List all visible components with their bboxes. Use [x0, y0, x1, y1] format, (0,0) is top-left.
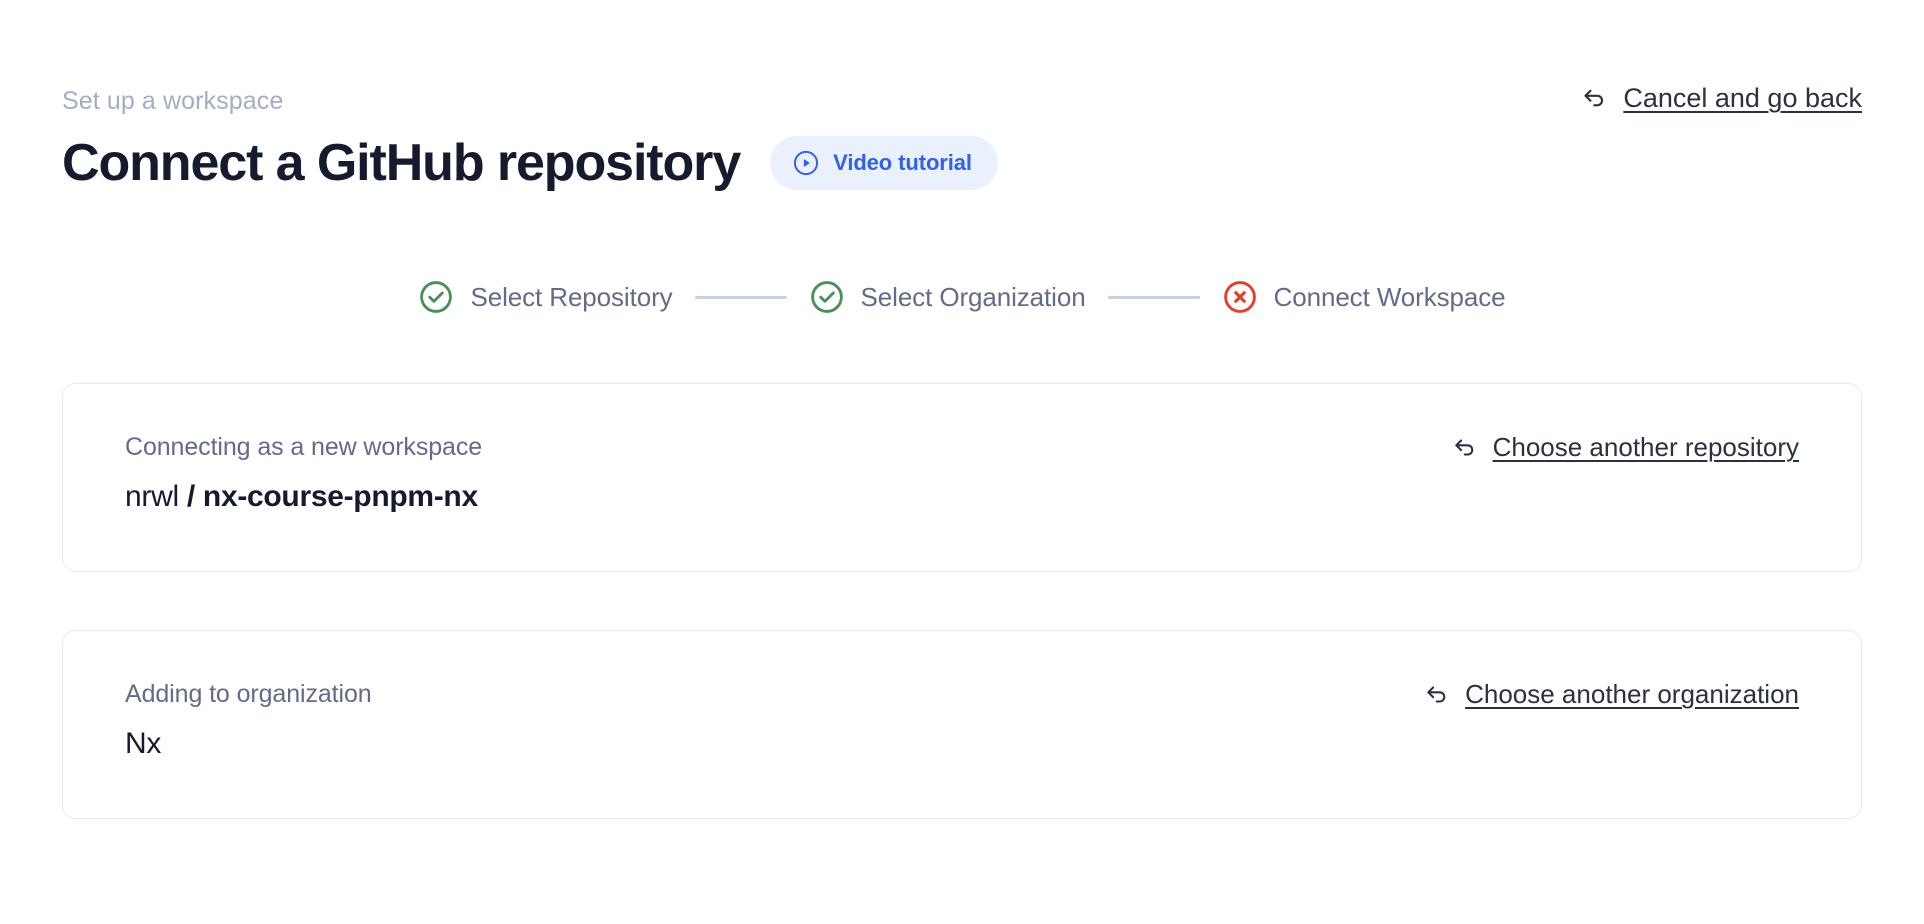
stepper-connector-2 — [1107, 295, 1200, 299]
video-tutorial-label: Video tutorial — [833, 150, 972, 175]
play-circle-icon — [792, 149, 820, 177]
summary-cards: Connecting as a new workspace nrwl / nx-… — [62, 383, 1862, 819]
page-title: Connect a GitHub repository — [62, 134, 741, 192]
check-circle-icon — [809, 279, 845, 315]
stepper-label-select-organization: Select Organization — [860, 282, 1086, 312]
organization-name: Nx — [125, 727, 162, 760]
choose-another-repository-link[interactable]: Choose another repository — [1450, 432, 1799, 463]
choose-another-organization-link[interactable]: Choose another organization — [1422, 679, 1799, 710]
stepper-step-connect-workspace[interactable]: Connect Workspace — [1222, 279, 1506, 315]
repository-card-caption: Connecting as a new workspace — [125, 433, 483, 461]
repository-owner: nrwl — [125, 480, 179, 513]
title-row: Connect a GitHub repository Video tutori… — [62, 133, 1862, 193]
progress-stepper: Select Repository Select Organization Co… — [62, 279, 1862, 315]
breadcrumb-eyebrow: Set up a workspace — [62, 87, 284, 115]
stepper-label-select-repository: Select Repository — [470, 282, 673, 312]
check-circle-icon — [418, 279, 454, 315]
choose-another-repository-label: Choose another repository — [1492, 432, 1799, 462]
organization-card: Adding to organization Nx Choose another… — [62, 630, 1862, 819]
page-header: Set up a workspace Connect a GitHub repo… — [62, 0, 1862, 193]
stepper-step-select-repository[interactable]: Select Repository — [418, 279, 673, 315]
x-circle-icon — [1222, 279, 1258, 315]
repository-card: Connecting as a new workspace nrwl / nx-… — [62, 383, 1862, 572]
repository-card-value: nrwl / nx-course-pnpm-nx — [125, 479, 1799, 515]
organization-card-caption: Adding to organization — [125, 680, 372, 708]
choose-another-organization-label: Choose another organization — [1465, 679, 1799, 709]
cancel-and-go-back-link[interactable]: Cancel and go back — [1579, 82, 1862, 114]
repository-name: nx-course-pnpm-nx — [202, 480, 478, 513]
video-tutorial-button[interactable]: Video tutorial — [770, 136, 998, 190]
back-arrow-icon — [1450, 433, 1479, 462]
stepper-connector-1 — [694, 295, 787, 299]
stepper-step-select-organization[interactable]: Select Organization — [809, 279, 1086, 315]
stepper-label-connect-workspace: Connect Workspace — [1273, 282, 1506, 312]
back-arrow-icon — [1579, 83, 1609, 113]
cancel-and-go-back-label: Cancel and go back — [1623, 83, 1862, 113]
repository-separator: / — [178, 480, 203, 513]
back-arrow-icon — [1422, 680, 1451, 709]
